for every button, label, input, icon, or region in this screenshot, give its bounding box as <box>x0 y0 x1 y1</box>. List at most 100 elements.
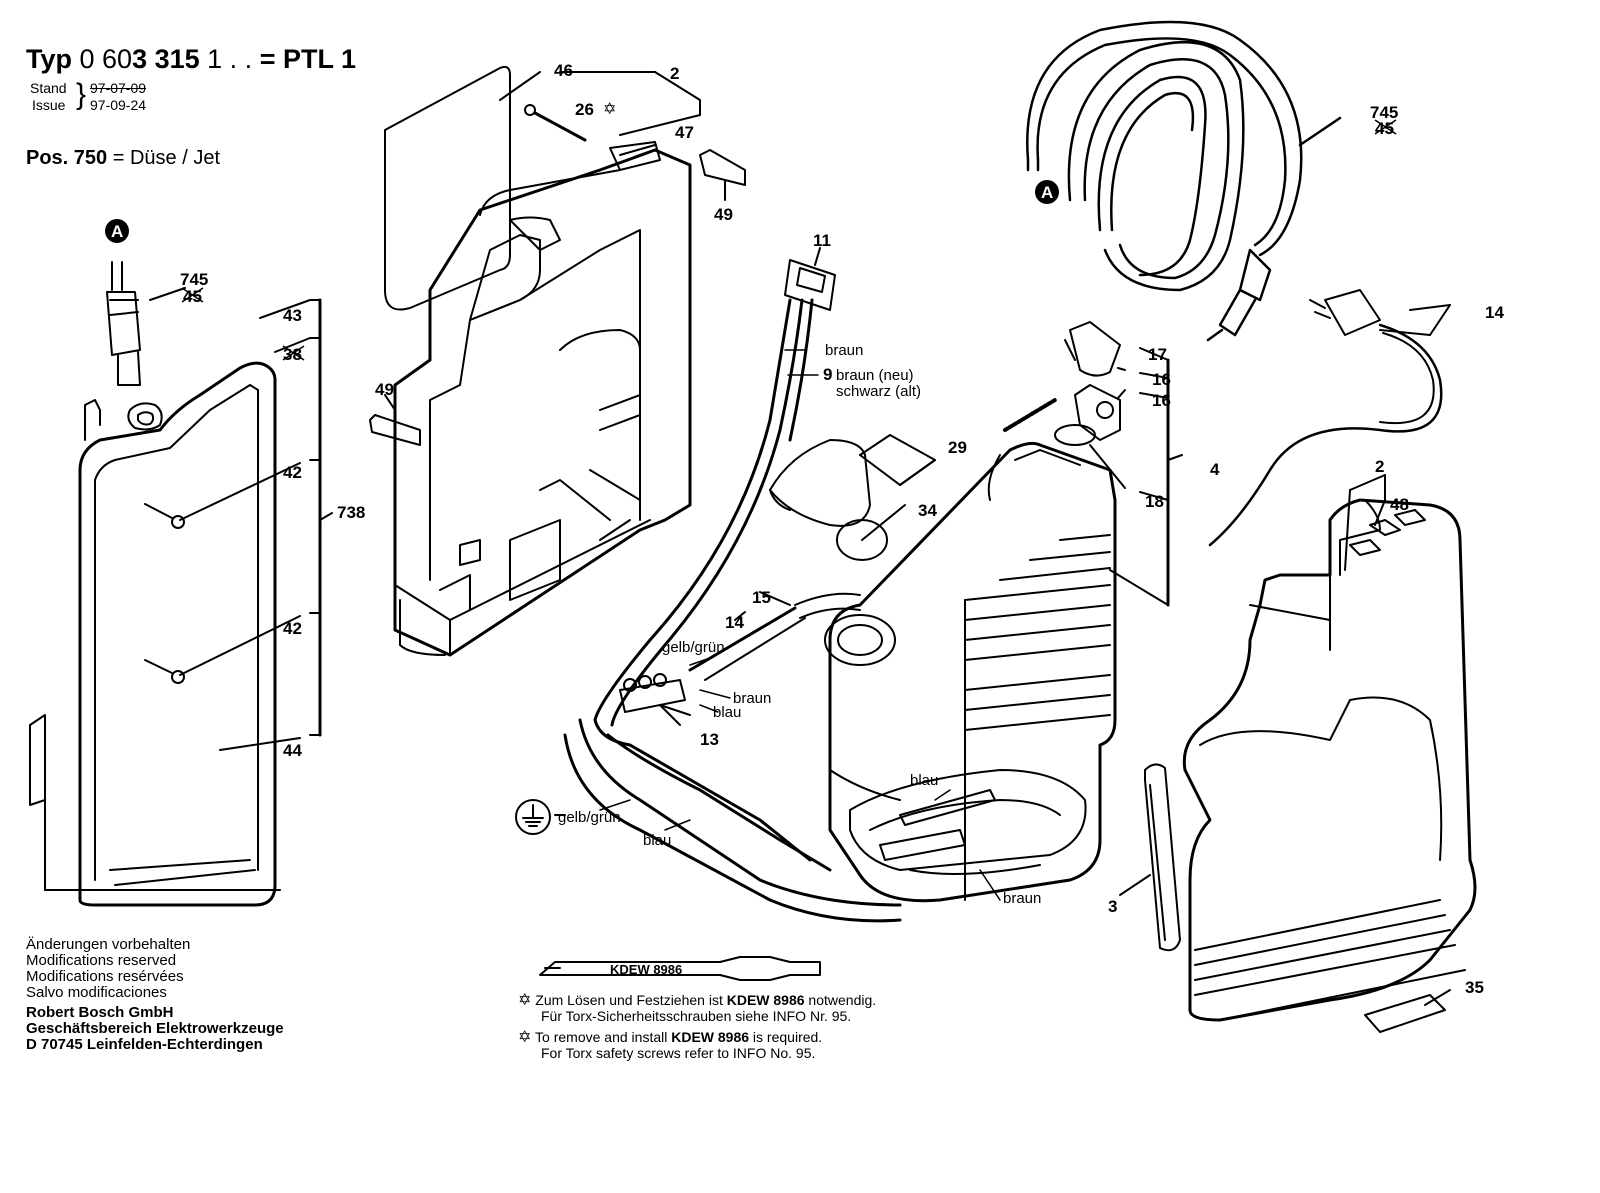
wire-braun-3: braun <box>1003 890 1041 907</box>
label-45-left: 45 <box>183 287 202 306</box>
label-a-right: A <box>1041 183 1053 202</box>
wire-color-labels: braun braun (neu) schwarz (alt) gelb/grü… <box>558 342 1041 907</box>
pos-text: = Düse / Jet <box>107 147 221 169</box>
label-44: 44 <box>283 741 302 760</box>
wire-blau-2: blau <box>643 832 671 849</box>
label-3: 3 <box>1108 897 1117 916</box>
typ-suffix: 1 . . <box>199 44 253 74</box>
tool-note-de-post: notwendig. <box>804 992 877 1008</box>
clip-49-left <box>369 394 421 446</box>
tool-note-en-bold: KDEW 8986 <box>671 1029 750 1045</box>
bracket-2-top <box>499 71 701 171</box>
typ-label: Typ <box>26 44 72 74</box>
wire-gelb-gruen-2: gelb/grün <box>558 809 621 826</box>
label-17: 17 <box>1148 345 1167 364</box>
label-16-a: 16 <box>1152 370 1171 389</box>
footer-address: D 70745 Leinfelden-Echterdingen <box>26 1036 263 1053</box>
terminal-block-13 <box>619 673 691 726</box>
label-48: 48 <box>1390 495 1409 514</box>
bracket-2-right <box>1344 474 1386 571</box>
label-47: 47 <box>675 123 694 142</box>
front-cover-right <box>1182 498 1477 1022</box>
hose-coil-745 <box>1026 20 1342 342</box>
marker-a-left <box>105 219 129 243</box>
torx-star-icon-en: ✡ <box>518 1029 532 1046</box>
label-49-left: 49 <box>375 380 394 399</box>
wire-braun-1: braun <box>825 342 863 359</box>
wire-gelb-gruen-1: gelb/grün <box>662 639 725 656</box>
label-745-right: 745 <box>1370 103 1398 122</box>
wire-leaders <box>599 349 1001 901</box>
screw-42-lower <box>144 659 185 684</box>
tool-note-de-bold: KDEW 8986 <box>726 992 805 1008</box>
label-45-right: 45 <box>1375 119 1394 138</box>
stand-date: 97-07-09 <box>90 80 147 96</box>
torx-star-icon-de: ✡ <box>518 992 532 1009</box>
wire-blau-1: blau <box>713 704 741 721</box>
label-9: 9 <box>823 365 832 384</box>
bracket-29-34 <box>859 434 936 541</box>
wire-blau-3: blau <box>910 772 938 789</box>
stand-label: Stand <box>30 80 67 96</box>
tool-note-en-line2: For Torx safety screws refer to INFO No.… <box>541 1045 816 1061</box>
sight-glass-3 <box>1119 763 1181 952</box>
label-42-lower: 42 <box>283 619 302 638</box>
torx-bit-tool <box>539 956 821 981</box>
footer-line-es: Salvo modificaciones <box>26 984 167 1001</box>
tool-note-en-post: is required. <box>749 1029 823 1045</box>
label-2-top: 2 <box>670 64 679 83</box>
footer-line-en: Modifications reserved <box>26 952 177 969</box>
footer-line-fr: Modifications resérvées <box>26 968 184 985</box>
water-tank-left <box>29 361 281 907</box>
marker-a-right <box>1035 180 1059 204</box>
hose-connector-left <box>106 261 141 386</box>
wire-braun-neu: braun (neu) <box>836 367 914 384</box>
label-16-b: 16 <box>1152 391 1171 410</box>
switch-11 <box>784 247 836 311</box>
type-designation: Typ 0 603 315 1 . . = PTL 1 <box>26 44 356 75</box>
label-15: 15 <box>752 588 771 607</box>
torx-star-icon: ✡ <box>603 99 616 118</box>
label-18: 18 <box>1145 492 1164 511</box>
label-14-rod: 14 <box>725 613 744 632</box>
ground-symbol <box>515 799 566 835</box>
label-35: 35 <box>1465 978 1484 997</box>
issue-date: 97-09-24 <box>90 97 147 113</box>
tool-note-de-pre: Zum Lösen und Festziehen ist <box>535 992 727 1008</box>
strike-marks <box>181 119 1397 361</box>
typ-number-bold: 3 315 <box>132 44 200 74</box>
heater-rod-14-15 <box>688 591 861 681</box>
back-panel-46 <box>384 65 511 311</box>
typ-model: = PTL 1 <box>259 44 356 74</box>
issue-label: Issue <box>32 97 66 113</box>
typ-number-plain: 0 60 <box>79 44 133 74</box>
tool-note-de-line2: Für Torx-Sicherheitsschrauben siehe INFO… <box>541 1008 852 1024</box>
label-738: 738 <box>337 503 365 522</box>
wires-harness <box>563 298 902 923</box>
tool-note-en-pre: To remove and install <box>535 1029 672 1045</box>
label-26: 26 <box>575 100 594 119</box>
label-38: 38 <box>283 345 302 364</box>
label-43: 43 <box>283 306 302 325</box>
label-34: 34 <box>918 501 937 520</box>
wire-schwarz-alt: schwarz (alt) <box>836 383 921 400</box>
cap-29 <box>769 439 871 527</box>
label-14-plug: 14 <box>1485 303 1504 322</box>
label-2-right: 2 <box>1375 457 1384 476</box>
part-number-labels: 46 2 26 47 49 49 11 745 45 745 45 43 38 … <box>111 61 1504 997</box>
tank-center-4 <box>824 441 1117 903</box>
label-a-left: A <box>111 222 123 241</box>
position-note: Pos. 750 = Düse / Jet <box>26 147 220 170</box>
spring-17 <box>1003 321 1121 432</box>
screw-42-upper <box>144 503 185 529</box>
bracket-4 <box>1089 347 1183 607</box>
label-29: 29 <box>948 438 967 457</box>
plate-35 <box>1364 989 1451 1033</box>
power-plug-14 <box>1208 289 1451 547</box>
label-13: 13 <box>700 730 719 749</box>
label-46: 46 <box>554 61 573 80</box>
footer-company: Robert Bosch GmbH <box>26 1004 174 1021</box>
brace: } <box>76 78 87 111</box>
tool-name: KDEW 8986 <box>610 962 682 977</box>
